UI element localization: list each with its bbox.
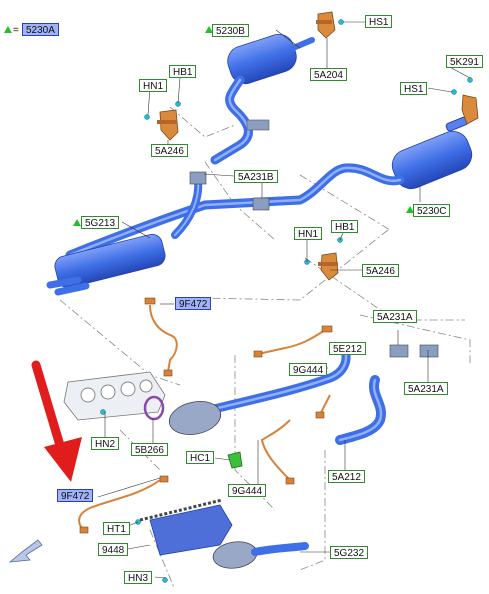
leader-lines [97,21,471,579]
mid-pipe [65,163,405,260]
manifold-upper [63,371,166,421]
label-5g213: 5G213 [81,216,120,229]
label-5g232: 5G232 [330,546,369,559]
clamp-5a231b-b [252,197,270,211]
muffler-5230b [210,33,315,165]
label-5k291: 5K291 [446,55,483,68]
hanger-nuts [100,19,473,583]
label-hs1-right: HS1 [400,82,428,95]
label-9g444-upper: 9G444 [289,363,328,376]
resonator-5g213 [46,233,166,296]
label-9448: 9448 [98,543,129,556]
label-hn1-lower: HN1 [294,227,323,240]
label-5a231a-bottom: 5A231A [404,382,448,395]
label-hc1: HC1 [186,451,215,464]
manifold-lower [139,498,309,569]
green-triangle-marker [205,26,213,33]
clip-hc1 [227,451,243,469]
bracket-5k291 [461,94,479,125]
sensor-heads [79,297,333,534]
gasket-5b266 [143,395,165,421]
label-5a212: 5A212 [328,470,365,483]
label-9g444-lower: 9G444 [228,484,267,497]
clamp-5a231a-a [389,344,409,358]
label-5a231a-top: 5A231A [373,310,417,323]
label-9f472-top: 9F472 [175,297,212,310]
label-5b266: 5B266 [131,443,168,456]
guide-lines [59,106,471,591]
bracket-5a246-upper [159,109,179,141]
label-hn2: HN2 [91,437,120,450]
red-pointer-arrow [31,360,82,482]
pipe-5e212 [205,345,351,415]
pipe-5a212 [335,375,387,445]
bracket-5a246-lower [320,252,339,281]
legend-equals: = [13,25,19,36]
label-5a204: 5A204 [310,68,347,81]
label-hb1-lower: HB1 [331,220,359,233]
muffler-5230c [391,116,473,190]
green-triangle-marker [406,206,414,213]
label-5230b: 5230B [212,24,249,37]
catalyst-upper [168,401,222,435]
label-ht1: HT1 [103,522,130,535]
label-hn3: HN3 [124,571,153,584]
orientation-arrow-icon [8,539,43,563]
label-5a246-upper: 5A246 [151,144,188,157]
label-5a231b: 5A231B [234,170,278,183]
clamp-5a231b-a [189,171,207,185]
label-9f472-bottom: 9F472 [57,489,94,502]
green-triangle-marker [4,26,12,33]
label-5a246-lower: 5A246 [362,264,399,277]
bracket-5a204 [317,11,336,39]
label-hb1-upper: HB1 [169,65,197,78]
green-triangle-marker [73,219,81,226]
label-5230c: 5230C [413,204,451,217]
clamp-5a231a-b [419,344,439,358]
label-5e212: 5E212 [329,342,366,355]
legend-part-5230a: 5230A [22,23,59,36]
label-hn1-upper: HN1 [139,79,168,92]
label-hs1-top: HS1 [365,15,393,28]
